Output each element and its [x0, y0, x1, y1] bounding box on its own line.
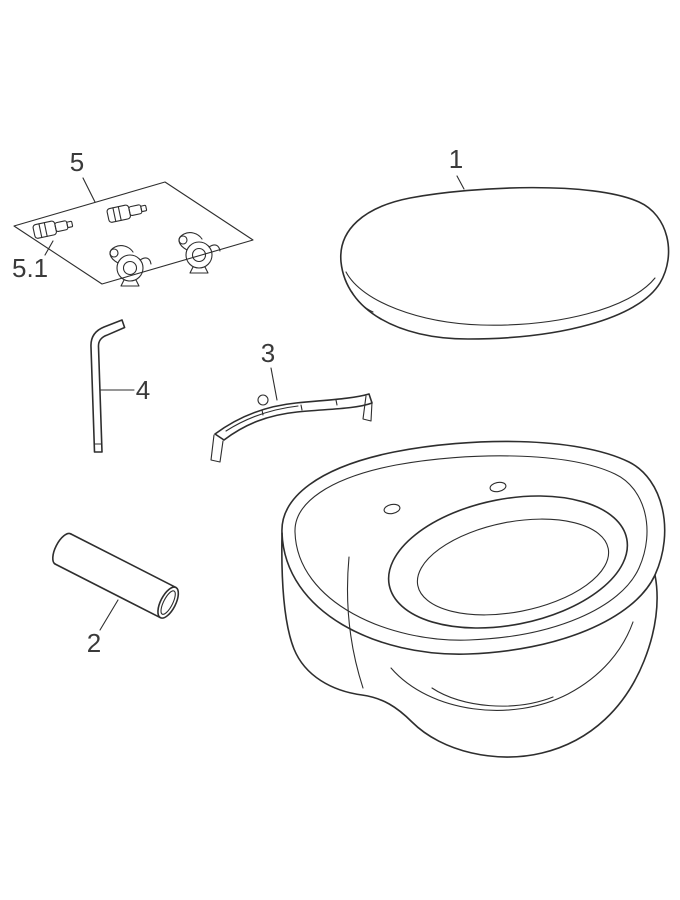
tube-back-cap: [52, 532, 72, 565]
bowl-lower-silhouette: [281, 532, 658, 758]
callout-distributor: 3: [261, 338, 278, 401]
bowl-underside-contour-1: [390, 621, 634, 711]
mounting-clamp-right: [178, 232, 221, 274]
part-hex-key: [90, 319, 126, 453]
wall-anchor-right: [105, 200, 149, 224]
toilet-bowl: [281, 440, 666, 758]
part-number-3: 3: [261, 338, 275, 368]
tube-front-rim: [157, 586, 180, 619]
tube-top-edge: [69, 533, 177, 589]
tube-bottom-edge: [54, 563, 162, 619]
part-number-5: 5: [70, 147, 84, 177]
wall-anchor-left: [31, 216, 75, 240]
fixing-set-panel-outline: [13, 181, 254, 285]
distributor-notches: [261, 399, 338, 416]
distributor-knob: [257, 394, 269, 406]
leader-line: [99, 599, 119, 631]
seat-mounting-hole-left: [383, 503, 401, 515]
bowl-opening-outer: [387, 495, 629, 629]
distributor-right-flange: [362, 395, 373, 422]
part-number-5-1: 5.1: [12, 253, 48, 283]
distributor-body: [214, 393, 373, 441]
leader-line: [270, 367, 278, 401]
distributor-left-flange: [210, 434, 224, 463]
leader-line: [456, 175, 465, 190]
callout-fixing-set-sub: 5.1: [12, 240, 54, 283]
part-number-4: 4: [136, 375, 150, 405]
callout-tube: 2: [87, 599, 119, 658]
callout-seat: 1: [449, 144, 465, 190]
callout-hex-key: 4: [99, 375, 150, 405]
leader-line: [82, 177, 96, 203]
seat-hinge-line: [351, 291, 374, 313]
callout-fixing-set: 5: [70, 147, 96, 203]
part-flush-distributor: [210, 393, 373, 463]
hex-key-outline: [90, 319, 126, 453]
part-number-1: 1: [449, 144, 463, 174]
bowl-underside-contour-2: [431, 687, 554, 707]
bowl-side-fold-line: [346, 556, 364, 689]
seat-outline: [340, 186, 670, 340]
tube-inner-bore: [160, 590, 176, 615]
leader-line: [44, 240, 54, 256]
bowl-rim-inner: [294, 455, 648, 641]
part-seat: [340, 186, 670, 340]
part-spacer-tube: [52, 532, 180, 619]
part-fixing-set: [13, 181, 254, 287]
bowl-opening-inner: [416, 518, 610, 616]
part-number-2: 2: [87, 628, 101, 658]
seat-mounting-hole-right: [489, 481, 507, 493]
bowl-rim-outer: [281, 440, 666, 655]
seat-edge-line: [345, 271, 656, 326]
distributor-top-edge-line: [225, 405, 299, 432]
